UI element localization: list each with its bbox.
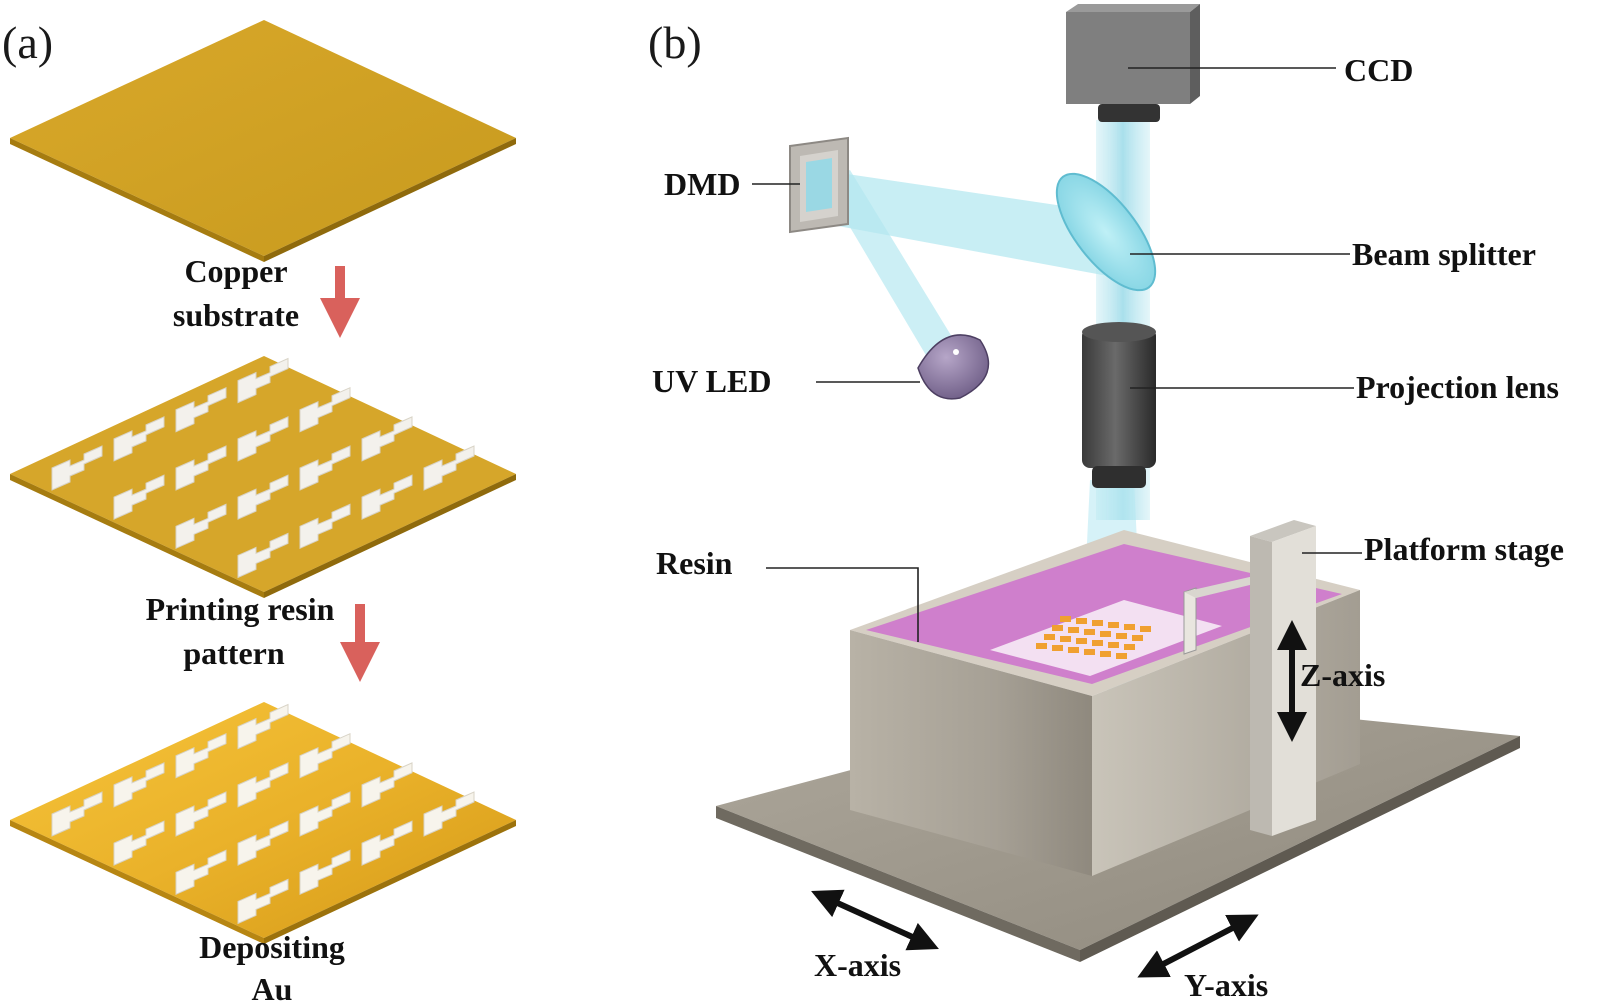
vat-front-wall	[850, 630, 1092, 876]
pattern-cell	[1068, 627, 1079, 633]
dmd-device	[789, 136, 849, 234]
ccd-label: CCD	[1344, 52, 1413, 88]
pattern-cell	[1052, 645, 1063, 651]
resin-block	[361, 762, 413, 808]
step-1-label: Copper substrate	[173, 253, 299, 333]
pattern-cell	[1108, 622, 1119, 628]
step-1-line1: Copper	[184, 253, 287, 289]
panel-b-label: (b)	[648, 17, 702, 68]
resin-block	[237, 878, 289, 925]
pattern-cell	[1044, 634, 1055, 640]
resin-block	[237, 703, 289, 750]
pattern-cell	[1084, 649, 1095, 655]
gold-deposited-plate	[10, 702, 516, 944]
x-axis-arrow	[811, 889, 939, 951]
uv-led-label: UV LED	[652, 363, 771, 399]
step-3-line1: Depositing	[199, 929, 345, 965]
copper-substrate-plate	[10, 20, 516, 262]
resin-block	[299, 386, 351, 433]
resin-block	[175, 791, 227, 837]
resin-block	[299, 849, 351, 896]
resin-blocks-after-deposition	[51, 703, 475, 925]
step-3-label: Depositing Au	[199, 929, 345, 1006]
resin-block	[175, 386, 227, 433]
step-3-line2: Au	[252, 971, 293, 1006]
pattern-cell	[1108, 642, 1119, 648]
resin-block	[237, 532, 289, 579]
projection-lens-label: Projection lens	[1356, 369, 1559, 405]
dmd-to-splitter-beam	[820, 170, 1108, 276]
resin-block	[237, 416, 289, 462]
pattern-cell	[1092, 640, 1103, 646]
x-axis-label: X-axis	[814, 947, 901, 983]
panel-a-label: (a)	[2, 17, 53, 68]
resin-block	[113, 416, 165, 462]
pattern-cell	[1052, 625, 1063, 631]
pattern-cell	[1036, 643, 1047, 649]
step-2-line2: pattern	[183, 635, 285, 671]
resin-block	[299, 732, 351, 779]
beam-splitter	[1055, 172, 1157, 292]
resin-block	[175, 732, 227, 779]
pattern-cell	[1060, 616, 1071, 622]
pattern-cell	[1116, 633, 1127, 639]
resin-block	[175, 445, 227, 491]
resin-block	[51, 791, 103, 837]
resin-block	[299, 445, 351, 491]
beam-splitter-label: Beam splitter	[1352, 236, 1536, 272]
pattern-cell	[1116, 653, 1127, 659]
resin-block	[175, 503, 227, 550]
pattern-cell	[1068, 647, 1079, 653]
pattern-cell	[1124, 644, 1135, 650]
platform-stage-label: Platform stage	[1364, 531, 1564, 567]
pattern-cell	[1132, 635, 1143, 641]
pattern-cell	[1100, 631, 1111, 637]
resin-label: Resin	[656, 545, 733, 581]
y-axis-label: Y-axis	[1184, 967, 1268, 1003]
resin-block	[299, 791, 351, 837]
resin-block	[299, 503, 351, 550]
resin-block	[361, 416, 413, 462]
resin-block	[237, 357, 289, 404]
y-axis-arrow	[1137, 914, 1259, 978]
pattern-cell	[1092, 620, 1103, 626]
step-2-line1: Printing resin	[146, 591, 335, 627]
resin-block	[237, 820, 289, 866]
dmd-label: DMD	[664, 166, 740, 202]
pattern-cell	[1140, 626, 1151, 632]
resin-block	[175, 849, 227, 896]
pattern-cell	[1084, 629, 1095, 635]
resin-block	[361, 820, 413, 866]
pattern-cell	[1076, 618, 1087, 624]
led-to-dmd-beam	[822, 170, 960, 362]
step-1-line2: substrate	[173, 297, 299, 333]
resin-block	[423, 445, 475, 491]
uv-led	[917, 334, 990, 400]
z-axis-label: Z-axis	[1300, 657, 1385, 693]
step-2-label: Printing resin pattern	[146, 591, 335, 671]
pattern-cell	[1124, 624, 1135, 630]
resin-block	[361, 474, 413, 520]
resin-pattern-plate	[10, 356, 516, 598]
pattern-cell	[1100, 651, 1111, 657]
ccd-camera	[1066, 4, 1200, 122]
resin-block	[113, 762, 165, 808]
printed-pattern-in-vat	[1036, 616, 1151, 659]
pattern-cell	[1076, 638, 1087, 644]
resin-blocks	[51, 357, 475, 579]
pattern-cell	[1060, 636, 1071, 642]
resin-block	[113, 474, 165, 520]
leader-lines	[752, 67, 1362, 642]
resin-block	[113, 820, 165, 866]
resin-block	[237, 762, 289, 808]
resin-block	[423, 791, 475, 837]
resin-block	[51, 445, 103, 491]
resin-block	[237, 474, 289, 520]
projection-lens	[1082, 322, 1156, 488]
